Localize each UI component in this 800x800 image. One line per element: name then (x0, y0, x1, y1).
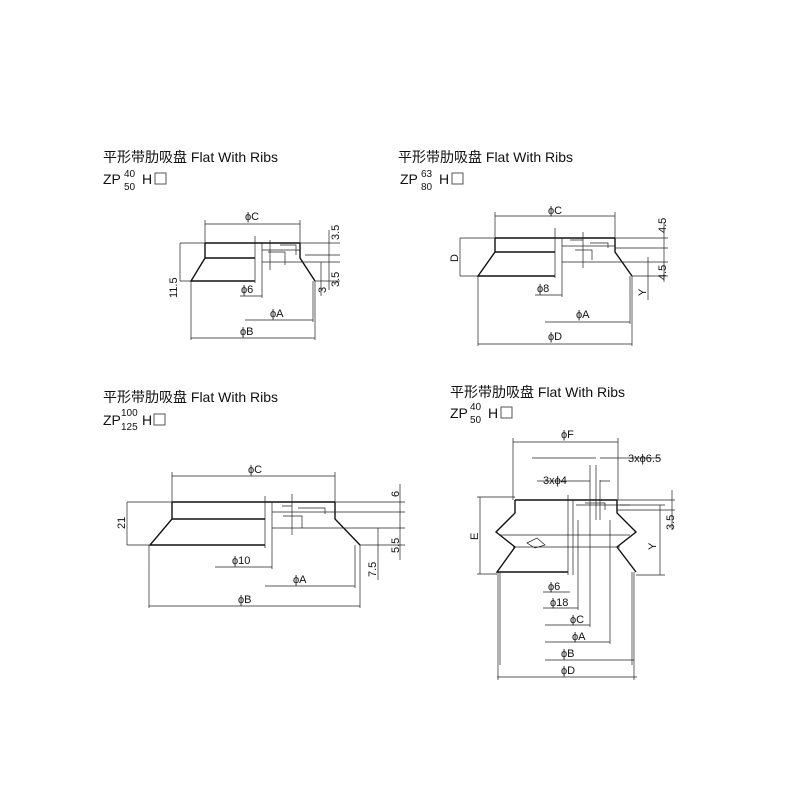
dim-holes-inner: 3xϕ4 (543, 475, 567, 487)
dim-a: ϕA (293, 574, 307, 586)
dim-holes-outer: 3xϕ6.5 (628, 453, 661, 465)
drawing-zp63-80: 平形带肋吸盘 Flat With Ribs ZP 63 80 H ϕC ϕ8 ϕ… (398, 149, 669, 346)
model-prefix: ZP (450, 405, 468, 421)
drawing-title: 平形带肋吸盘 Flat With Ribs (450, 384, 625, 400)
dim-d: ϕD (561, 665, 575, 677)
dim-c: ϕC (570, 614, 584, 626)
model-sup: 40 (124, 169, 136, 180)
dim-d18: ϕ18 (550, 597, 568, 609)
dim-hole: ϕ10 (232, 555, 250, 567)
drawing-zp100-125: 平形带肋吸盘 Flat With Ribs ZP 100 125 H ϕC ϕ1… (103, 389, 405, 608)
dim-step: 7.5 (367, 562, 379, 577)
cup-profile (189, 236, 316, 283)
cup-profile (494, 465, 638, 680)
dim-b: ϕB (238, 594, 252, 606)
dim-c: ϕC (245, 211, 259, 223)
dim-hole: ϕ6 (241, 284, 253, 296)
dim-f: ϕF (561, 429, 574, 441)
drawing-zp40-50-top: 平形带肋吸盘 Flat With Ribs ZP 40 50 H ϕC ϕ6 ϕ… (103, 149, 342, 340)
dim-mid: 5.5 (390, 538, 402, 553)
dim-height: 11.5 (168, 277, 180, 298)
model-sup: 63 (421, 169, 433, 180)
model-prefix: ZP (400, 171, 418, 187)
dim-hole: ϕ8 (537, 283, 549, 295)
dim-a: ϕA (572, 631, 586, 643)
model-code-placeholder-box (153, 413, 166, 426)
dim-top: 4.5 (657, 218, 669, 233)
model-code-placeholder-box (154, 172, 167, 185)
drawing-title: 平形带肋吸盘 Flat With Ribs (103, 389, 278, 405)
model-sup: 100 (121, 408, 138, 419)
dim-c: ϕC (248, 464, 262, 476)
cup-profile (476, 228, 633, 278)
model-sub: 50 (470, 415, 482, 426)
dim-y: Y (647, 542, 659, 550)
drawing-zp40-50-bellows: 平形带肋吸盘 Flat With Ribs ZP 40 50 H ϕF 3xϕ6… (450, 384, 677, 680)
dim-mid: 4.5 (657, 265, 669, 280)
model-sub: 50 (124, 182, 136, 193)
drawing-title: 平形带肋吸盘 Flat With Ribs (398, 149, 573, 165)
model-code-placeholder-box (451, 172, 464, 185)
dim-c: ϕC (548, 205, 562, 217)
drawing-title: 平形带肋吸盘 Flat With Ribs (103, 149, 278, 165)
dim-d6: ϕ6 (548, 581, 560, 593)
dim-b: ϕB (240, 326, 254, 338)
dim-d: ϕD (548, 331, 562, 343)
model-sub: 125 (121, 422, 138, 433)
dim-height: D (449, 254, 461, 262)
dim-y: Y (637, 288, 649, 296)
dim-top: 3.5 (330, 225, 342, 240)
dim-a: ϕA (270, 308, 284, 320)
model-suffix: H (142, 412, 152, 428)
model-prefix: ZP (103, 412, 121, 428)
dim-b: ϕB (561, 648, 575, 660)
model-sub: 80 (421, 182, 433, 193)
model-sup: 40 (470, 402, 482, 413)
model-code-placeholder-box (500, 406, 513, 419)
cup-profile (148, 494, 361, 548)
dim-height-e: E (469, 533, 481, 540)
dim-height: 21 (116, 517, 128, 529)
dim-step: 3 (317, 287, 329, 293)
dim-a: ϕA (576, 309, 590, 321)
model-suffix: H (488, 405, 498, 421)
dim-mid: 3.5 (330, 272, 342, 287)
model-suffix: H (142, 171, 152, 187)
dim-top: 3.5 (665, 515, 677, 530)
model-prefix: ZP (103, 171, 121, 187)
dim-top: 6 (390, 491, 402, 497)
model-suffix: H (439, 171, 449, 187)
